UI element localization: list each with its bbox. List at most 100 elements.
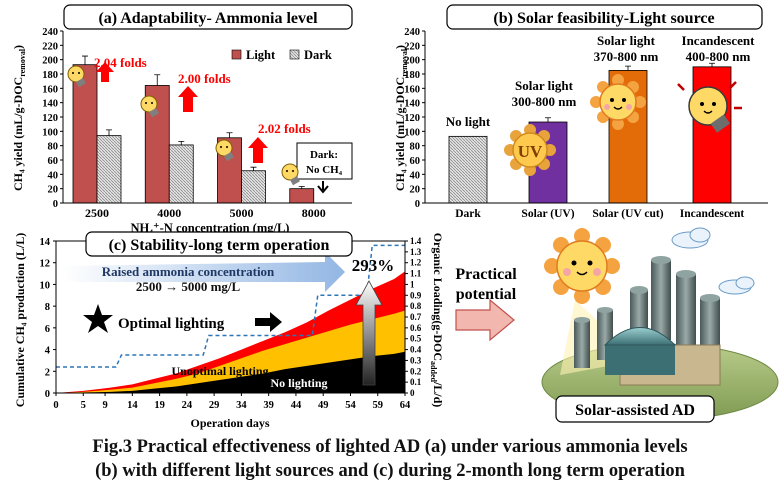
x-tick-label: 54 [345,400,356,411]
y-tick-label: 180 [42,70,58,81]
y2-tick-label: 1 [410,279,415,289]
y2-tick-label: 0.2 [410,366,422,376]
bar-label-incandescent-1: Incandescent [682,33,756,48]
light-bulb-icon [140,95,159,118]
error-bar [709,62,715,67]
y-tick-label: 120 [404,113,420,124]
light-bulb-icon [67,65,86,88]
sun-icon [544,228,620,304]
digester-tank-icon [574,256,721,386]
x-tick-label: 8000 [302,206,326,220]
bar-light-2500 [72,64,98,204]
svg-text:UV: UV [518,142,543,161]
x-tick-label: 64 [400,400,411,411]
dark-note-line1: Dark: [310,149,338,161]
star-icon [83,304,113,333]
y2-tick-label: 1.1 [410,269,422,279]
panel-c-title: (c) Stability-long term operation [109,237,330,254]
y2-tick-label: 1.2 [410,258,422,268]
error-bar [625,65,631,71]
light-bulb-icon [215,139,234,162]
x-tick-label: 29 [209,400,220,411]
panel-b-title-box [446,4,763,30]
y2-tick-label: 0.5 [410,334,422,344]
y2-tick-label: 0 [410,388,415,398]
y-tick-label: 40 [410,170,421,181]
y2-tick-label: 0.7 [410,312,422,322]
error-bar [154,74,161,86]
bar-label-solar-uvcut-1: Solar light [597,33,656,48]
area-no-lighting [56,351,405,393]
x-tick-label: 0 [53,400,58,411]
no-lighting-label: No lighting [270,376,327,390]
y-tick-label: 12 [40,259,51,270]
legend-label-light: Light [246,48,276,62]
panel-c-x-label: Operation days [190,416,269,430]
error-bar [106,129,112,136]
y-tick-label: 14 [40,237,51,248]
bar-light-8000 [289,188,315,204]
y-tick-label: 200 [404,56,420,67]
y-tick-label: 8 [45,302,50,313]
y-tick-label: 4 [45,346,51,357]
light-bulb-icon [281,163,300,186]
x-tick-label: Dark [455,208,481,220]
x-tick-label: Solar (UV) [521,208,574,220]
y-tick-label: 200 [42,56,58,67]
y-tick-label: 100 [404,127,420,138]
figure-caption-line2: (b) with different light sources and (c)… [95,461,685,481]
red-up-arrow-icon [178,86,198,112]
cloud-icon [671,227,711,249]
practical-label: Practical [455,266,517,283]
x-tick-label: 34 [236,400,247,411]
optimal-lighting-label: Optimal lighting [118,316,225,332]
fold-label-4000: 2.00 folds [178,71,231,86]
y2-tick-label: 1.3 [410,247,422,257]
panel-c-y2-label: Organic Loading(g-DOCadded/L/d) [429,233,445,408]
bar-dark [448,135,488,204]
x-tick-label: 49 [318,400,329,411]
y-tick-label: 60 [410,156,421,167]
y-tick-label: 140 [42,99,58,110]
y-tick-label: 0 [45,389,50,400]
error-bar [545,117,551,123]
bar-label-solar-uvcut-2: 370-800 nm [594,49,659,64]
panel-b-y-label: CH₄ yield (mL/g-DOCremoval) [393,45,409,191]
red-up-arrow-icon [248,137,268,163]
red-up-arrow-icon [96,62,114,82]
y-tick-label: 40 [48,170,59,181]
y-tick-label: 10 [40,280,51,291]
y-tick-label: 100 [42,127,58,138]
bar-label-incandescent-2: 400-800 nm [686,49,751,64]
y2-tick-label: 0.9 [410,290,422,300]
y-tick-label: 0 [53,199,58,210]
right-arrow-icon [255,312,282,332]
y-tick-label: 160 [404,84,420,95]
bar-label-solar-uv-2: 300-800 nm [512,94,577,109]
y-tick-label: 120 [42,113,58,124]
x-tick-label: 14 [127,400,138,411]
y-tick-label: 240 [42,27,58,38]
error-bar [250,166,257,171]
y-tick-label: 20 [48,185,59,196]
bar-dark-5000 [241,170,266,204]
y-tick-label: 220 [404,41,420,52]
unoptimal-lighting-label: Unoptimal lighting [171,364,268,378]
fold-label-5000: 2.02 folds [258,121,311,136]
y-tick-label: 6 [45,324,50,335]
y-tick-label: 240 [404,27,420,38]
dark-note-line2: No CH₄ [306,164,343,176]
error-bar [82,55,88,65]
y2-tick-label: 0.8 [410,301,422,311]
potential-label: potential [456,286,517,303]
y-tick-label: 0 [415,199,420,210]
panel-c-title-box [85,231,353,257]
y2-tick-label: 1.4 [410,236,422,246]
x-tick-label: 4000 [157,206,181,220]
legend-swatch-dark [289,49,300,60]
panel-a-legend: Light Dark [231,48,332,62]
legend-label-dark: Dark [304,48,332,62]
bar-label-no-light: No light [446,114,491,129]
error-bar [226,132,233,138]
